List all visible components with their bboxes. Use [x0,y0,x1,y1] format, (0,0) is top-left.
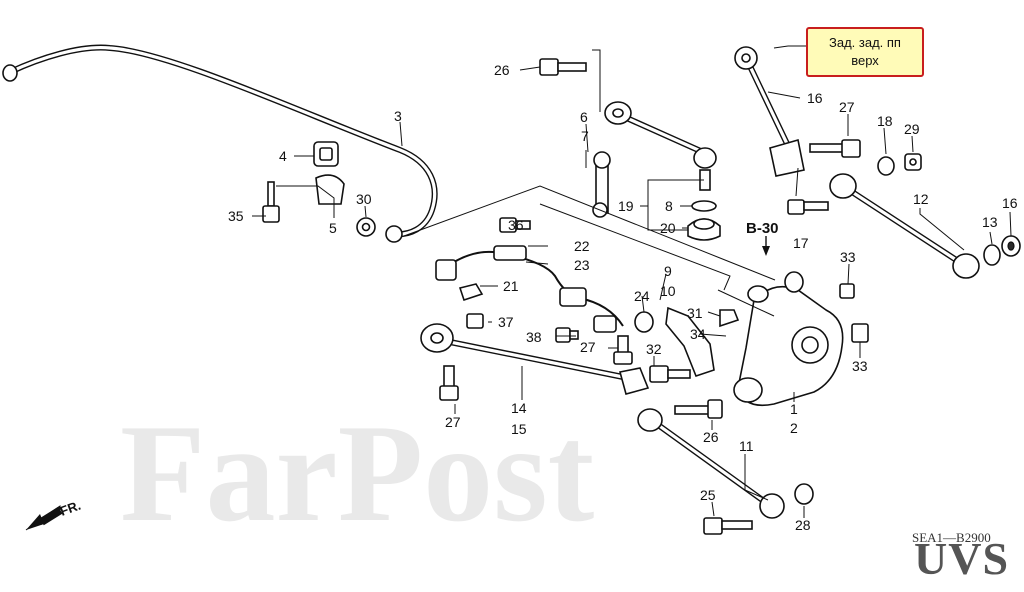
callout-33b[interactable]: 33 [852,358,868,374]
callout-36[interactable]: 36 [508,217,524,233]
collar-16b [1001,235,1021,257]
callout-2[interactable]: 2 [790,420,798,436]
bolt-32 [649,365,691,383]
callout-10[interactable]: 10 [660,283,676,299]
callout-14[interactable]: 14 [511,400,527,416]
leader-lines [252,45,1012,518]
callout-18[interactable]: 18 [877,113,893,129]
callout-26-top[interactable]: 26 [494,62,510,78]
callout-8[interactable]: 8 [665,198,673,214]
callout-29[interactable]: 29 [904,121,920,137]
upper-arm-a [604,101,717,191]
bolt-17 [787,199,829,215]
callout-32[interactable]: 32 [646,341,662,357]
callout-9[interactable]: 9 [664,263,672,279]
bolt-27-upper [809,139,861,158]
callout-27-lower[interactable]: 27 [445,414,461,430]
callout-16b[interactable]: 16 [1002,195,1018,211]
bolt-26-low [674,399,723,419]
b30-arrow [762,246,770,256]
callout-31[interactable]: 31 [687,305,703,321]
bushing-13 [983,244,1001,266]
callout-11[interactable]: 11 [739,438,754,454]
bolt-36 [499,217,531,233]
bolt-38 [555,327,579,343]
nut-28 [794,483,814,505]
annotation-note: Зад. зад. пп верх [806,27,924,77]
clip-33a [839,283,855,299]
lower-arm-14 [420,323,650,395]
bushing-holder [315,174,345,205]
callout-19[interactable]: 19 [618,198,634,214]
callout-23[interactable]: 23 [574,257,590,273]
bolt-25 [703,517,753,535]
reference-b30[interactable]: B-30 [746,220,779,237]
callout-5[interactable]: 5 [329,220,337,236]
bolt-27-lower [439,365,459,401]
self-locking-nut [356,217,376,237]
bolt-37 [466,313,484,329]
callout-35[interactable]: 35 [228,208,244,224]
bracket-9-10 [665,306,715,377]
stabilizer-bushing [313,141,339,167]
callout-15[interactable]: 15 [511,421,527,437]
callout-37[interactable]: 37 [498,314,514,330]
front-label: FR. [58,498,83,519]
callout-3[interactable]: 3 [394,108,402,124]
lower-arm-12 [829,173,980,279]
note-line-1: Зад. зад. пп [829,35,901,50]
uvs-logo: UVS [914,533,1010,584]
bolt-26-top [539,58,587,76]
callout-34[interactable]: 34 [690,326,706,342]
callout-17[interactable]: 17 [793,235,809,251]
abs-sensor-harness [435,245,624,333]
callout-20[interactable]: 20 [660,220,676,236]
callout-26-low[interactable]: 26 [703,429,719,445]
upper-link-16 [734,46,805,177]
callout-13[interactable]: 13 [982,214,998,230]
callout-21[interactable]: 21 [503,278,519,294]
callout-38[interactable]: 38 [526,329,542,345]
callout-27-mid[interactable]: 27 [580,339,596,355]
callout-6[interactable]: 6 [580,109,588,125]
callout-16[interactable]: 16 [807,90,823,106]
diagram-code: SEA1—B2900 [912,530,991,545]
callout-22[interactable]: 22 [574,238,590,254]
note-line-2: верх [851,53,879,68]
nut-24 [634,311,654,333]
callout-27-upper[interactable]: 27 [839,99,855,115]
bolt-27-mid [613,335,633,365]
boot-ring [691,200,717,212]
callout-28[interactable]: 28 [795,517,811,533]
nut-29 [904,153,922,171]
callout-30[interactable]: 30 [356,191,372,207]
watermark-text: FarPost [120,396,594,551]
stabilizer-link [592,151,611,218]
flange-bolt [262,181,280,223]
callout-24[interactable]: 24 [634,288,650,304]
callout-4[interactable]: 4 [279,148,287,164]
callouts: 3 4 5 35 30 26 6 7 19 8 20 36 22 23 21 9… [228,62,1018,533]
rear-knuckle [733,271,844,407]
front-direction-arrow: FR. [25,498,83,531]
callout-25[interactable]: 25 [700,487,716,503]
stabilizer-bar [2,44,438,243]
callout-1[interactable]: 1 [790,401,798,417]
callout-7[interactable]: 7 [581,128,589,144]
callout-33a[interactable]: 33 [840,249,856,265]
callout-12[interactable]: 12 [913,191,929,207]
dust-boot [687,218,721,241]
clip-33b [851,323,869,343]
lower-link-11 [637,408,785,519]
clip-31 [719,309,740,328]
washer-18 [877,156,895,176]
